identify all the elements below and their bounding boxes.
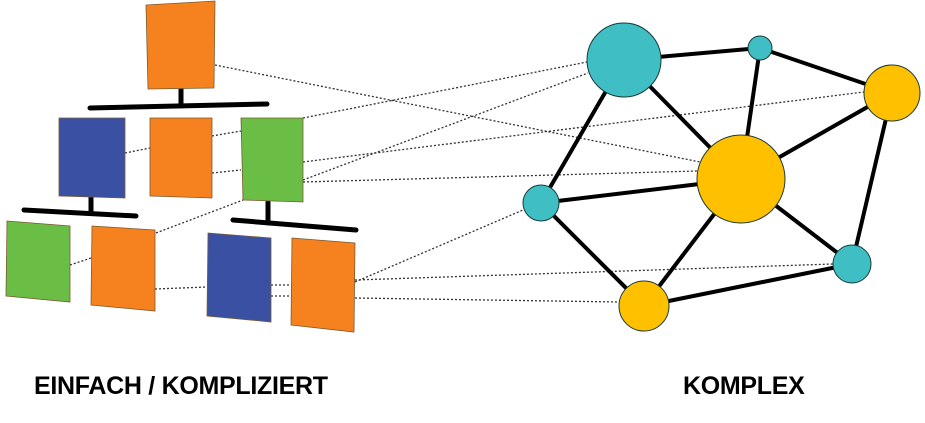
- network-edge: [850, 92, 894, 265]
- dotted-connection: [354, 263, 834, 281]
- hierarchy-node-top: [145, 0, 216, 90]
- hierarchy-connector: [21, 207, 139, 219]
- dotted-connection: [124, 147, 151, 154]
- hierarchy-node-l3c: [206, 232, 272, 323]
- hierarchy-connectors: [21, 86, 359, 233]
- hierarchy-node-l2b: [149, 117, 213, 199]
- dotted-connection: [155, 199, 244, 234]
- network-nodes: [522, 22, 921, 332]
- hierarchy-node-l2a: [58, 117, 126, 199]
- network-node-n5: [522, 184, 560, 222]
- network-node-n6: [832, 244, 872, 284]
- hierarchy-node-l3d: [290, 237, 356, 333]
- hierarchy-nodes: [5, 0, 356, 333]
- hierarchy-connector: [230, 217, 359, 233]
- dotted-connection: [302, 61, 588, 119]
- dotted-connection: [302, 72, 589, 181]
- label-simple-complicated: EINFACH / KOMPLIZIERT: [34, 372, 328, 400]
- dotted-connection: [211, 130, 242, 137]
- dotted-connection: [302, 170, 698, 183]
- network-node-n4: [696, 134, 786, 224]
- hierarchy-node-l3a: [5, 220, 71, 303]
- hierarchy-node-l3b: [90, 225, 156, 312]
- dotted-connection: [211, 169, 242, 174]
- network-node-n1: [586, 22, 662, 98]
- dotted-connection: [354, 297, 620, 303]
- network-node-n3: [863, 64, 921, 122]
- network-node-n7: [618, 280, 670, 332]
- dotted-connections: [69, 61, 865, 303]
- dotted-connection: [69, 257, 92, 266]
- label-complex: KOMPLEX: [683, 372, 805, 400]
- dotted-connection: [354, 209, 524, 283]
- dotted-connection: [214, 64, 701, 163]
- network-node-n2: [747, 35, 773, 61]
- network-edge: [643, 262, 853, 308]
- dotted-connection: [154, 286, 208, 290]
- hierarchy-node-l2c: [240, 117, 304, 203]
